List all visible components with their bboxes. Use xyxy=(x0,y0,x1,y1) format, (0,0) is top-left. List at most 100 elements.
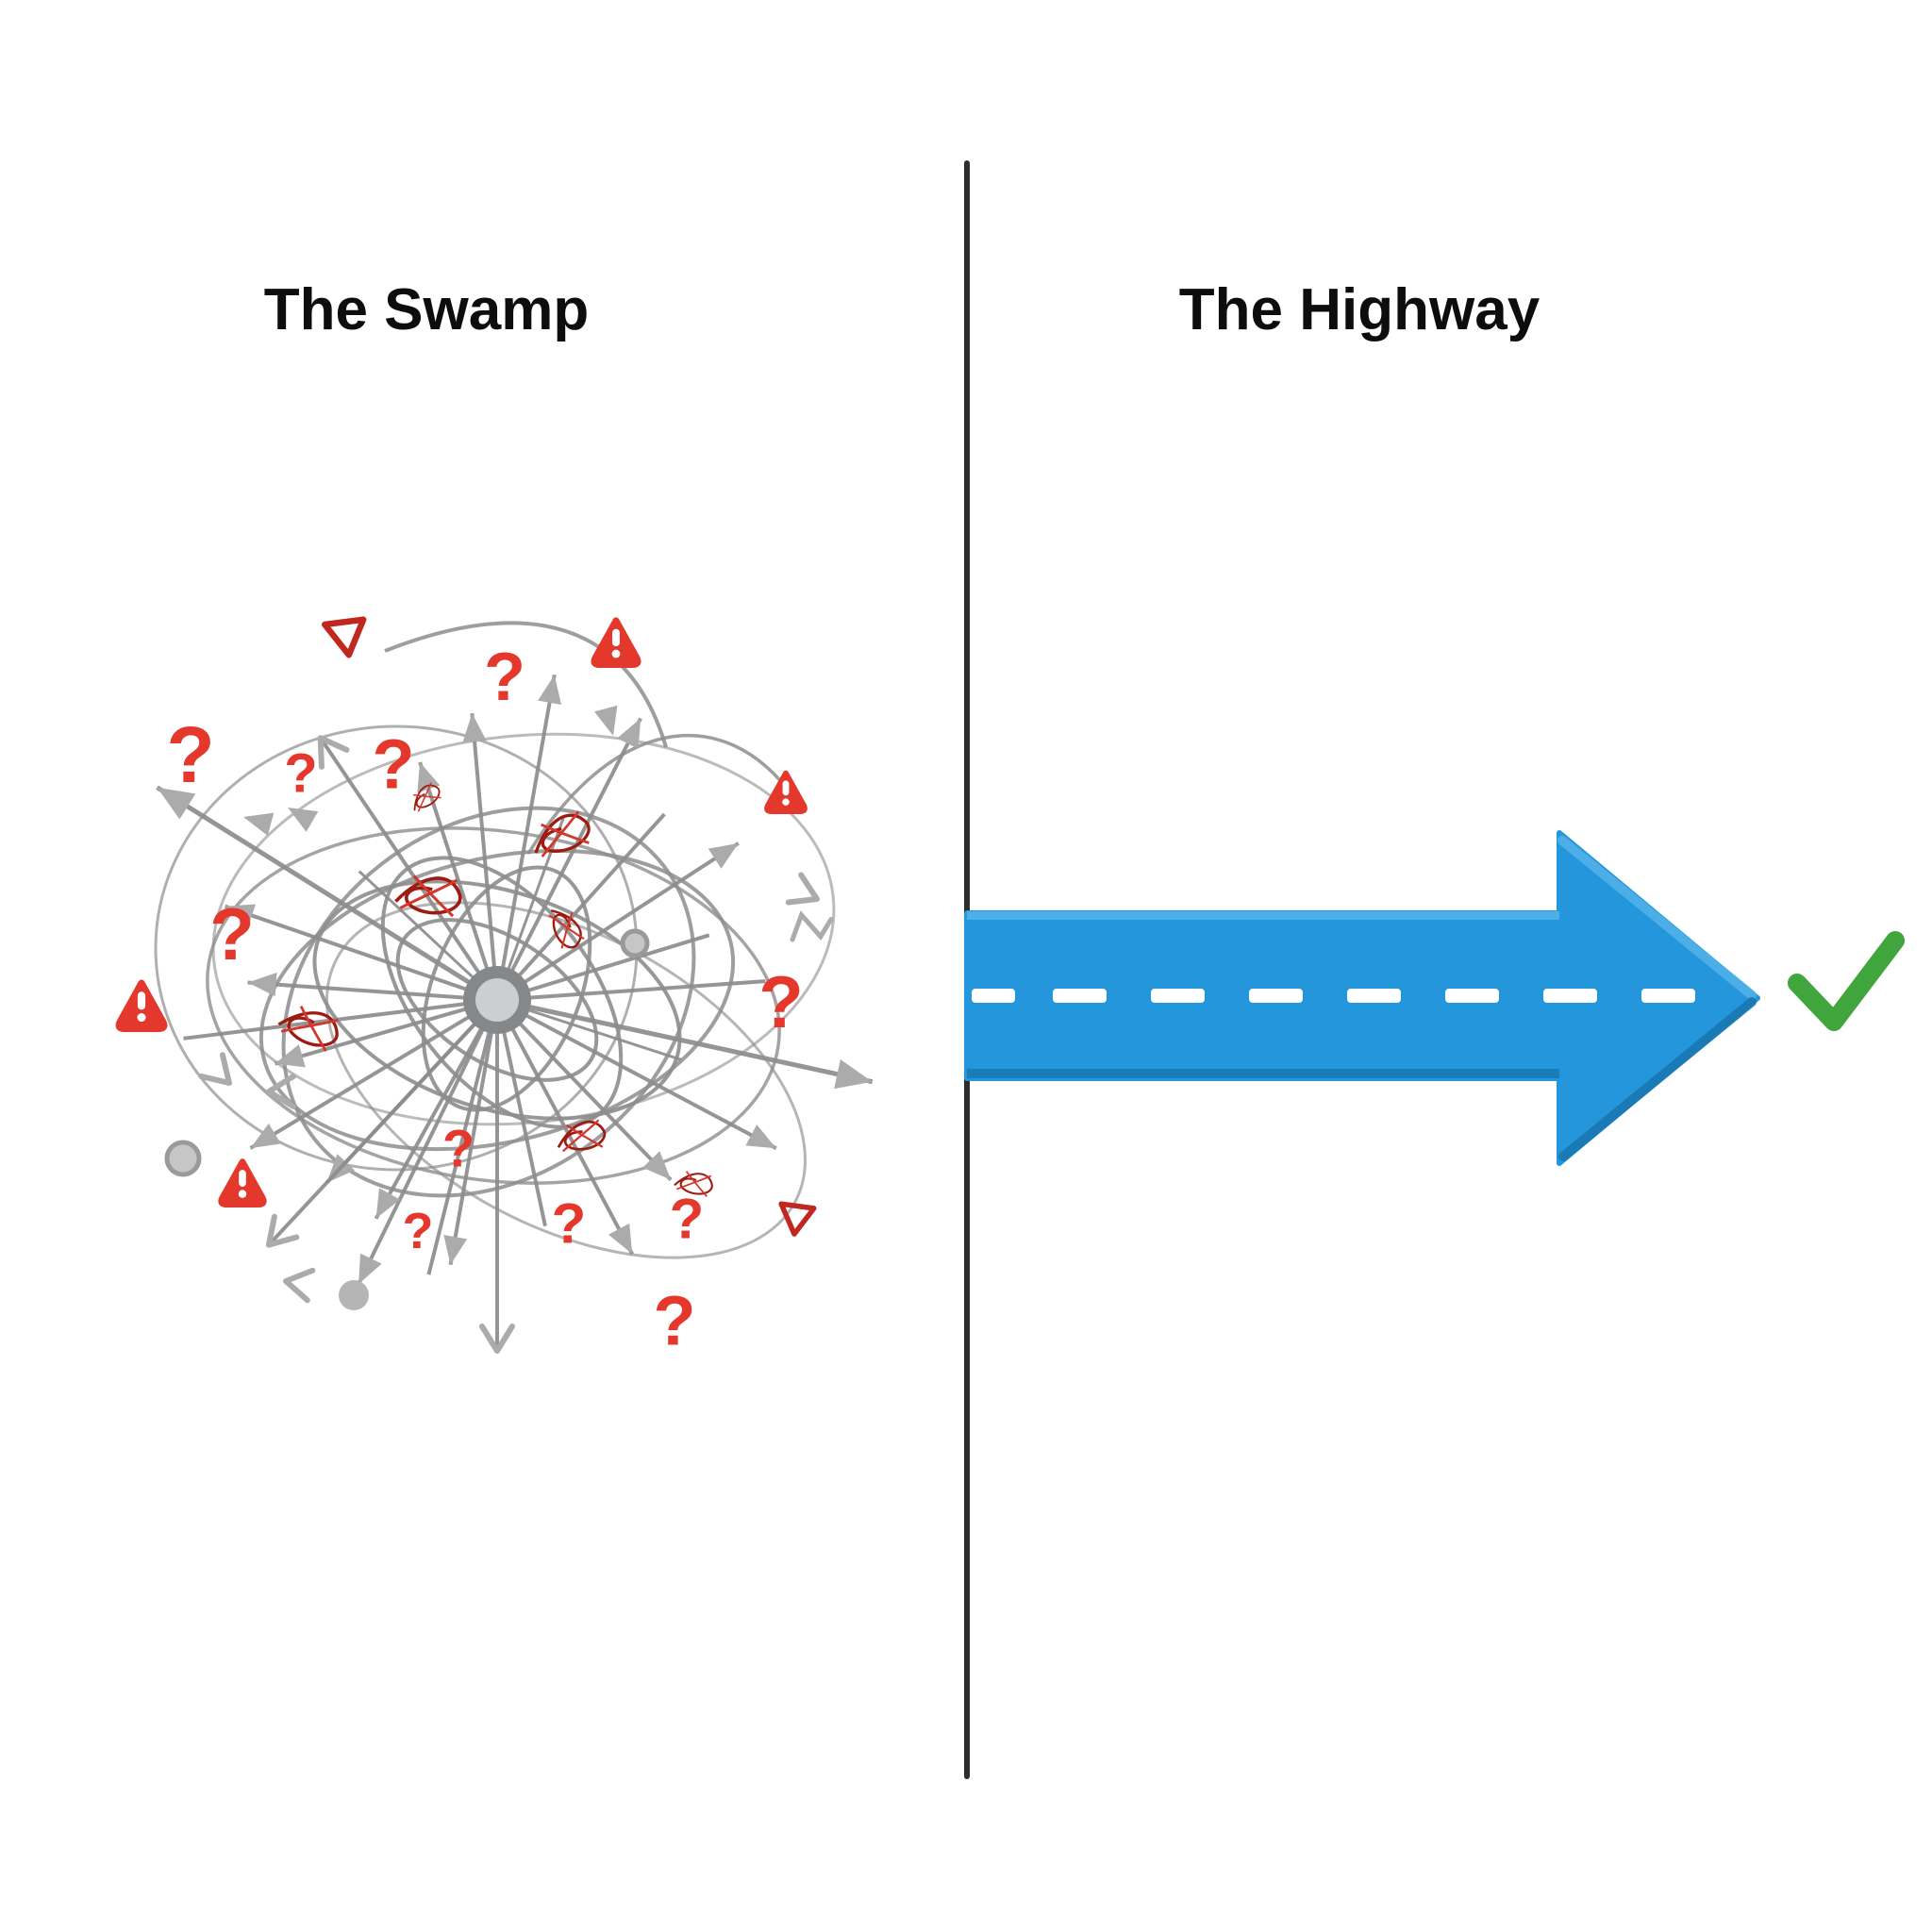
scribble-stroke xyxy=(674,1173,713,1195)
zigzag-arrow-icon xyxy=(790,910,834,942)
question-mark-icon: ? xyxy=(166,710,214,799)
question-mark-icon: ? xyxy=(372,725,414,804)
warning-exclamation-dot xyxy=(782,798,790,806)
tangle-spoke xyxy=(495,674,557,1001)
red-scribble-icon xyxy=(674,1171,713,1198)
warning-exclamation-bar xyxy=(137,991,146,1010)
node-dot-icon xyxy=(164,1140,202,1177)
arrowhead-icon xyxy=(462,713,487,743)
scribble-stroke xyxy=(541,810,590,858)
red-scribble-icon xyxy=(534,810,591,858)
tangle-spoke xyxy=(247,980,498,1002)
question-mark-icon: ? xyxy=(442,1119,475,1178)
tangle-arc xyxy=(526,733,796,855)
question-mark-icon: ? xyxy=(403,1203,434,1259)
arrow-top-highlight xyxy=(967,911,1559,920)
chevron-arrow-icon xyxy=(266,1074,296,1109)
left-panel-title: The Swamp xyxy=(263,277,590,342)
scribble-stroke xyxy=(562,1119,604,1153)
red-scribble-icon xyxy=(413,782,441,812)
arrowhead-icon xyxy=(642,1151,672,1180)
outlined-triangle-icon xyxy=(778,1201,817,1237)
tangle-spoke xyxy=(495,999,547,1227)
warning-triangle-icon xyxy=(218,1158,267,1208)
tangle-spoke xyxy=(495,998,673,1182)
warning-exclamation-dot xyxy=(137,1013,146,1023)
lane-dash xyxy=(1053,989,1107,1003)
arrowhead-icon xyxy=(608,1223,633,1255)
warning-exclamation-dot xyxy=(611,649,621,658)
arrowhead-icon xyxy=(617,718,641,749)
tangle-spoke xyxy=(183,998,498,1041)
chevron-arrow-icon xyxy=(283,1267,316,1304)
scribble-stroke xyxy=(534,813,591,854)
tangle-spoke xyxy=(267,998,499,1246)
tangle-spoke xyxy=(274,998,498,1066)
tangle-spoke xyxy=(374,999,499,1220)
tangle-spoke xyxy=(426,999,499,1275)
question-mark-icon: ? xyxy=(670,1188,705,1251)
arrowhead-icon xyxy=(275,1044,306,1068)
warning-triangle-icon xyxy=(764,770,808,815)
question-mark-icon: ? xyxy=(209,892,255,975)
arrowhead-icon xyxy=(538,675,561,706)
arrowhead-icon xyxy=(745,1124,776,1149)
tangle-spoke xyxy=(496,933,710,1002)
arrowhead-icon xyxy=(358,1253,382,1285)
question-mark-icon: ? xyxy=(552,1192,587,1256)
arrow-bottom-shadow xyxy=(967,1069,1559,1078)
tangle-spoke xyxy=(357,999,499,1285)
arrowhead-icon xyxy=(708,842,739,869)
tangle-spoke xyxy=(496,998,777,1151)
red-scribble-icon xyxy=(557,1119,607,1153)
tangle-spoke xyxy=(495,999,634,1256)
warning-exclamation-dot xyxy=(238,1190,247,1198)
scribble-stroke xyxy=(413,782,441,812)
tangle-spoke xyxy=(448,999,499,1266)
arrowhead-icon xyxy=(443,1234,468,1265)
scribble-stroke xyxy=(548,912,585,949)
tangle-loop xyxy=(206,826,781,1185)
red-scribble-icon xyxy=(548,909,585,949)
lane-dash xyxy=(1151,989,1205,1003)
question-mark-icon: ? xyxy=(653,1282,695,1360)
tangle-spoke xyxy=(496,979,766,1002)
warning-triangle-icon xyxy=(591,617,641,668)
scribble-stroke xyxy=(399,874,458,918)
lane-dash xyxy=(1641,989,1695,1003)
tangle-spoke xyxy=(319,737,499,1002)
question-mark-icon: ? xyxy=(758,960,804,1043)
lane-dash xyxy=(972,989,1015,1003)
warning-triangle-icon xyxy=(115,979,168,1033)
outlined-triangle-icon xyxy=(321,616,367,658)
scribble-stroke xyxy=(413,784,441,811)
warning-exclamation-bar xyxy=(782,780,790,796)
lane-dash xyxy=(1347,989,1401,1003)
warning-exclamation-bar xyxy=(612,628,620,647)
right-panel-title: The Highway xyxy=(1178,277,1541,342)
highway-arrow-group xyxy=(964,830,1905,1166)
tangle-spoke xyxy=(495,841,740,1002)
tangle-spoke xyxy=(470,712,499,1001)
arrowhead-icon xyxy=(250,1123,281,1149)
question-mark-icon: ? xyxy=(484,640,525,715)
tangle-hub-inner xyxy=(475,978,519,1022)
tangle-spoke xyxy=(249,998,499,1150)
scribble-stroke xyxy=(394,876,462,915)
arrowhead-icon xyxy=(834,1059,873,1090)
question-mark-icon: ? xyxy=(284,743,317,805)
tangle-spoke xyxy=(496,997,874,1085)
scribble-stroke xyxy=(676,1171,712,1198)
scribble-stroke xyxy=(277,1011,339,1047)
chevron-arrow-icon xyxy=(198,1052,232,1086)
chevron-arrow-icon xyxy=(785,872,820,906)
checkmark-icon xyxy=(1788,931,1905,1031)
tangle-spoke xyxy=(224,904,498,1002)
tangle-loop xyxy=(281,806,696,1198)
arrowhead-icon xyxy=(594,705,618,736)
arrowhead-icon xyxy=(375,1188,401,1219)
tangle-spoke xyxy=(156,785,499,1003)
lane-dash xyxy=(1249,989,1303,1003)
red-scribble-icon xyxy=(277,1006,339,1052)
